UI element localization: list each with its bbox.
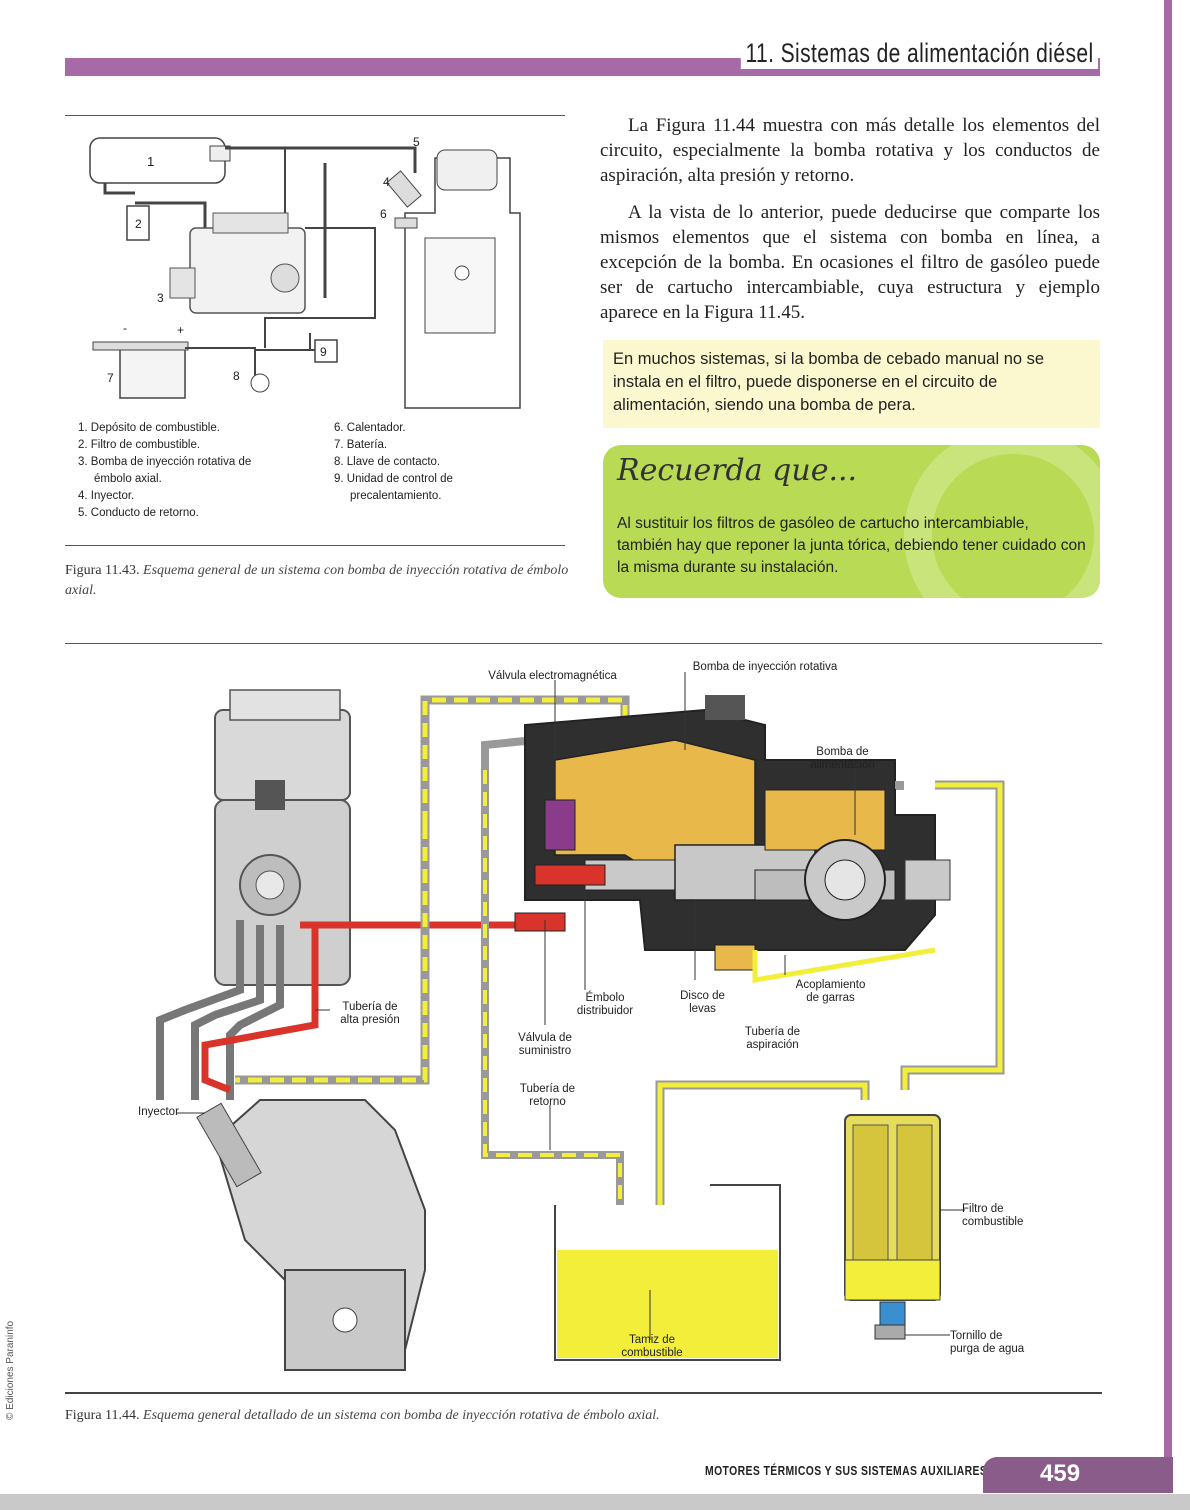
figure-1143-caption: Figura 11.43. Esquema general de un sist… [65,561,570,601]
label-tuberia-retorno: Tubería de retorno [505,1083,590,1109]
label-line: Tubería de [342,1001,398,1013]
legend-item: 7. Batería. [334,439,388,451]
bottom-band [0,1494,1190,1510]
label-line: Tubería de [744,1026,801,1038]
label-line: Émbolo [585,992,625,1004]
label-valvula-electromagnetica: Válvula electromagnética [488,670,617,682]
fig-1143-label-2: 2 [135,217,142,231]
label-line: aspiración [746,1039,799,1051]
label-line: Válvula de [518,1032,572,1044]
copyright-notice: © Ediciones Paraninfo [5,1320,16,1420]
label-embolo-distribuidor: Émbolo distribuidor [565,992,645,1018]
label-line: suministro [518,1045,572,1057]
note-text: En muchos sistemas, si la bomba de cebad… [613,350,1045,414]
label-valvula-suministro: Válvula de suministro [505,1032,585,1058]
fig-1143-legend-right: 6. Calentador. 7. Batería. 8. Llave de c… [334,420,554,505]
book-title: MOTORES TÉRMICOS Y SUS SISTEMAS AUXILIAR… [705,1463,988,1478]
recuerda-text: Al sustituir los filtros de gasóleo de c… [617,515,1086,576]
caption-number: Figura 11.43. [65,563,140,578]
paragraph: A la vista de lo anterior, puede deducir… [600,202,1100,323]
fig-1143-label-minus: - [123,321,127,335]
figure-1144-diagram [156,672,1005,1371]
label-bomba-inyeccion-rotativa: Bomba de inyección rotativa [692,661,838,673]
figure-top-rule [65,115,565,116]
recuerda-decoration [904,445,1100,598]
label-tuberia-aspiracion: Tubería de aspiración [730,1026,815,1052]
label-disco-levas: Disco de levas [665,990,740,1016]
label-filtro-combustible: Filtro de combustible [962,1203,1057,1229]
legend-item: émbolo axial. [94,473,162,485]
fig-1143-label-7: 7 [107,371,114,385]
legend-item: 5. Conducto de retorno. [78,507,199,519]
label-line: alimentación [810,759,875,771]
page-number: 459 [1040,1460,1081,1487]
body-text: La Figura 11.44 muestra con más detalle … [600,113,1100,337]
label-line: alta presión [340,1014,400,1026]
legend-item: 9. Unidad de control de [334,473,453,485]
label-inyector: Inyector [138,1106,179,1118]
label-line: combustible [621,1347,683,1359]
fig-1143-label-4: 4 [383,175,390,189]
fig-1143-label-6: 6 [380,207,387,221]
label-line: distribuidor [576,1005,634,1017]
figure-1144-caption-rule [65,1392,1102,1394]
label-tamiz-combustible: Tamiz de combustible [607,1334,697,1360]
chapter-title: 11. Sistemas de alimentación diésel [740,38,1098,69]
fig-1143-label-5: 5 [413,135,420,149]
figure-1143-caption-rule [65,545,565,546]
figure-1144-caption: Figura 11.44. Esquema general detallado … [65,1408,1065,1424]
caption-text: Esquema general de un sistema con bomba … [65,563,569,598]
label-line: Filtro de [962,1203,1004,1215]
label-line: purga de agua [950,1343,1025,1355]
caption-number: Figura 11.44. [65,1408,140,1423]
legend-item: 1. Depósito de combustible. [78,422,220,434]
label-tornillo-purga: Tornillo de purga de agua [950,1330,1050,1356]
fig-1143-label-8: 8 [233,369,240,383]
legend-item: 8. Llave de contacto. [334,456,441,468]
figure-1144-top-rule [65,643,1102,644]
recuerda-title: Recuerda que... [617,453,858,488]
paragraph: La Figura 11.44 muestra con más detalle … [600,115,1100,186]
recuerda-box: Recuerda que... Al sustituir los filtros… [603,445,1100,598]
figure-1143-diagram: 1 2 3 4 5 6 7 8 9 - + [89,135,521,409]
label-line: Acoplamiento [795,979,866,991]
page-edge-rule [1164,0,1172,1480]
note-box: En muchos sistemas, si la bomba de cebad… [603,340,1100,428]
caption-text: Esquema general detallado de un sistema … [143,1408,660,1423]
label-line: Tamiz de [628,1334,676,1346]
legend-item: 4. Inyector. [78,490,135,502]
label-line: Disco de [680,990,725,1002]
label-line: Tubería de [519,1083,576,1095]
fig-1143-label-9: 9 [320,345,327,359]
label-line: combustible [962,1216,1024,1228]
fig-1143-label-plus: + [177,323,184,337]
label-bomba-alimentacion: Bomba de alimentación [795,746,890,772]
fig-1143-label-3: 3 [157,291,164,305]
label-acoplamiento-garras: Acoplamiento de garras [783,979,878,1005]
legend-item: 2. Filtro de combustible. [78,439,201,451]
page-number-tab [983,1457,1173,1493]
fig-1143-label-1: 1 [147,154,154,169]
label-line: retorno [529,1096,566,1108]
legend-item: precalentamiento. [350,490,442,502]
label-line: levas [689,1003,716,1015]
label-line: Tornillo de [950,1330,1003,1342]
label-tuberia-alta-presion: Tubería de alta presión [330,1001,410,1027]
legend-item: 6. Calentador. [334,422,406,434]
label-line: Bomba de [816,746,869,758]
label-line: de garras [806,992,855,1004]
fig-1143-legend-left: 1. Depósito de combustible. 2. Filtro de… [78,420,318,522]
legend-item: 3. Bomba de inyección rotativa de [78,456,252,468]
